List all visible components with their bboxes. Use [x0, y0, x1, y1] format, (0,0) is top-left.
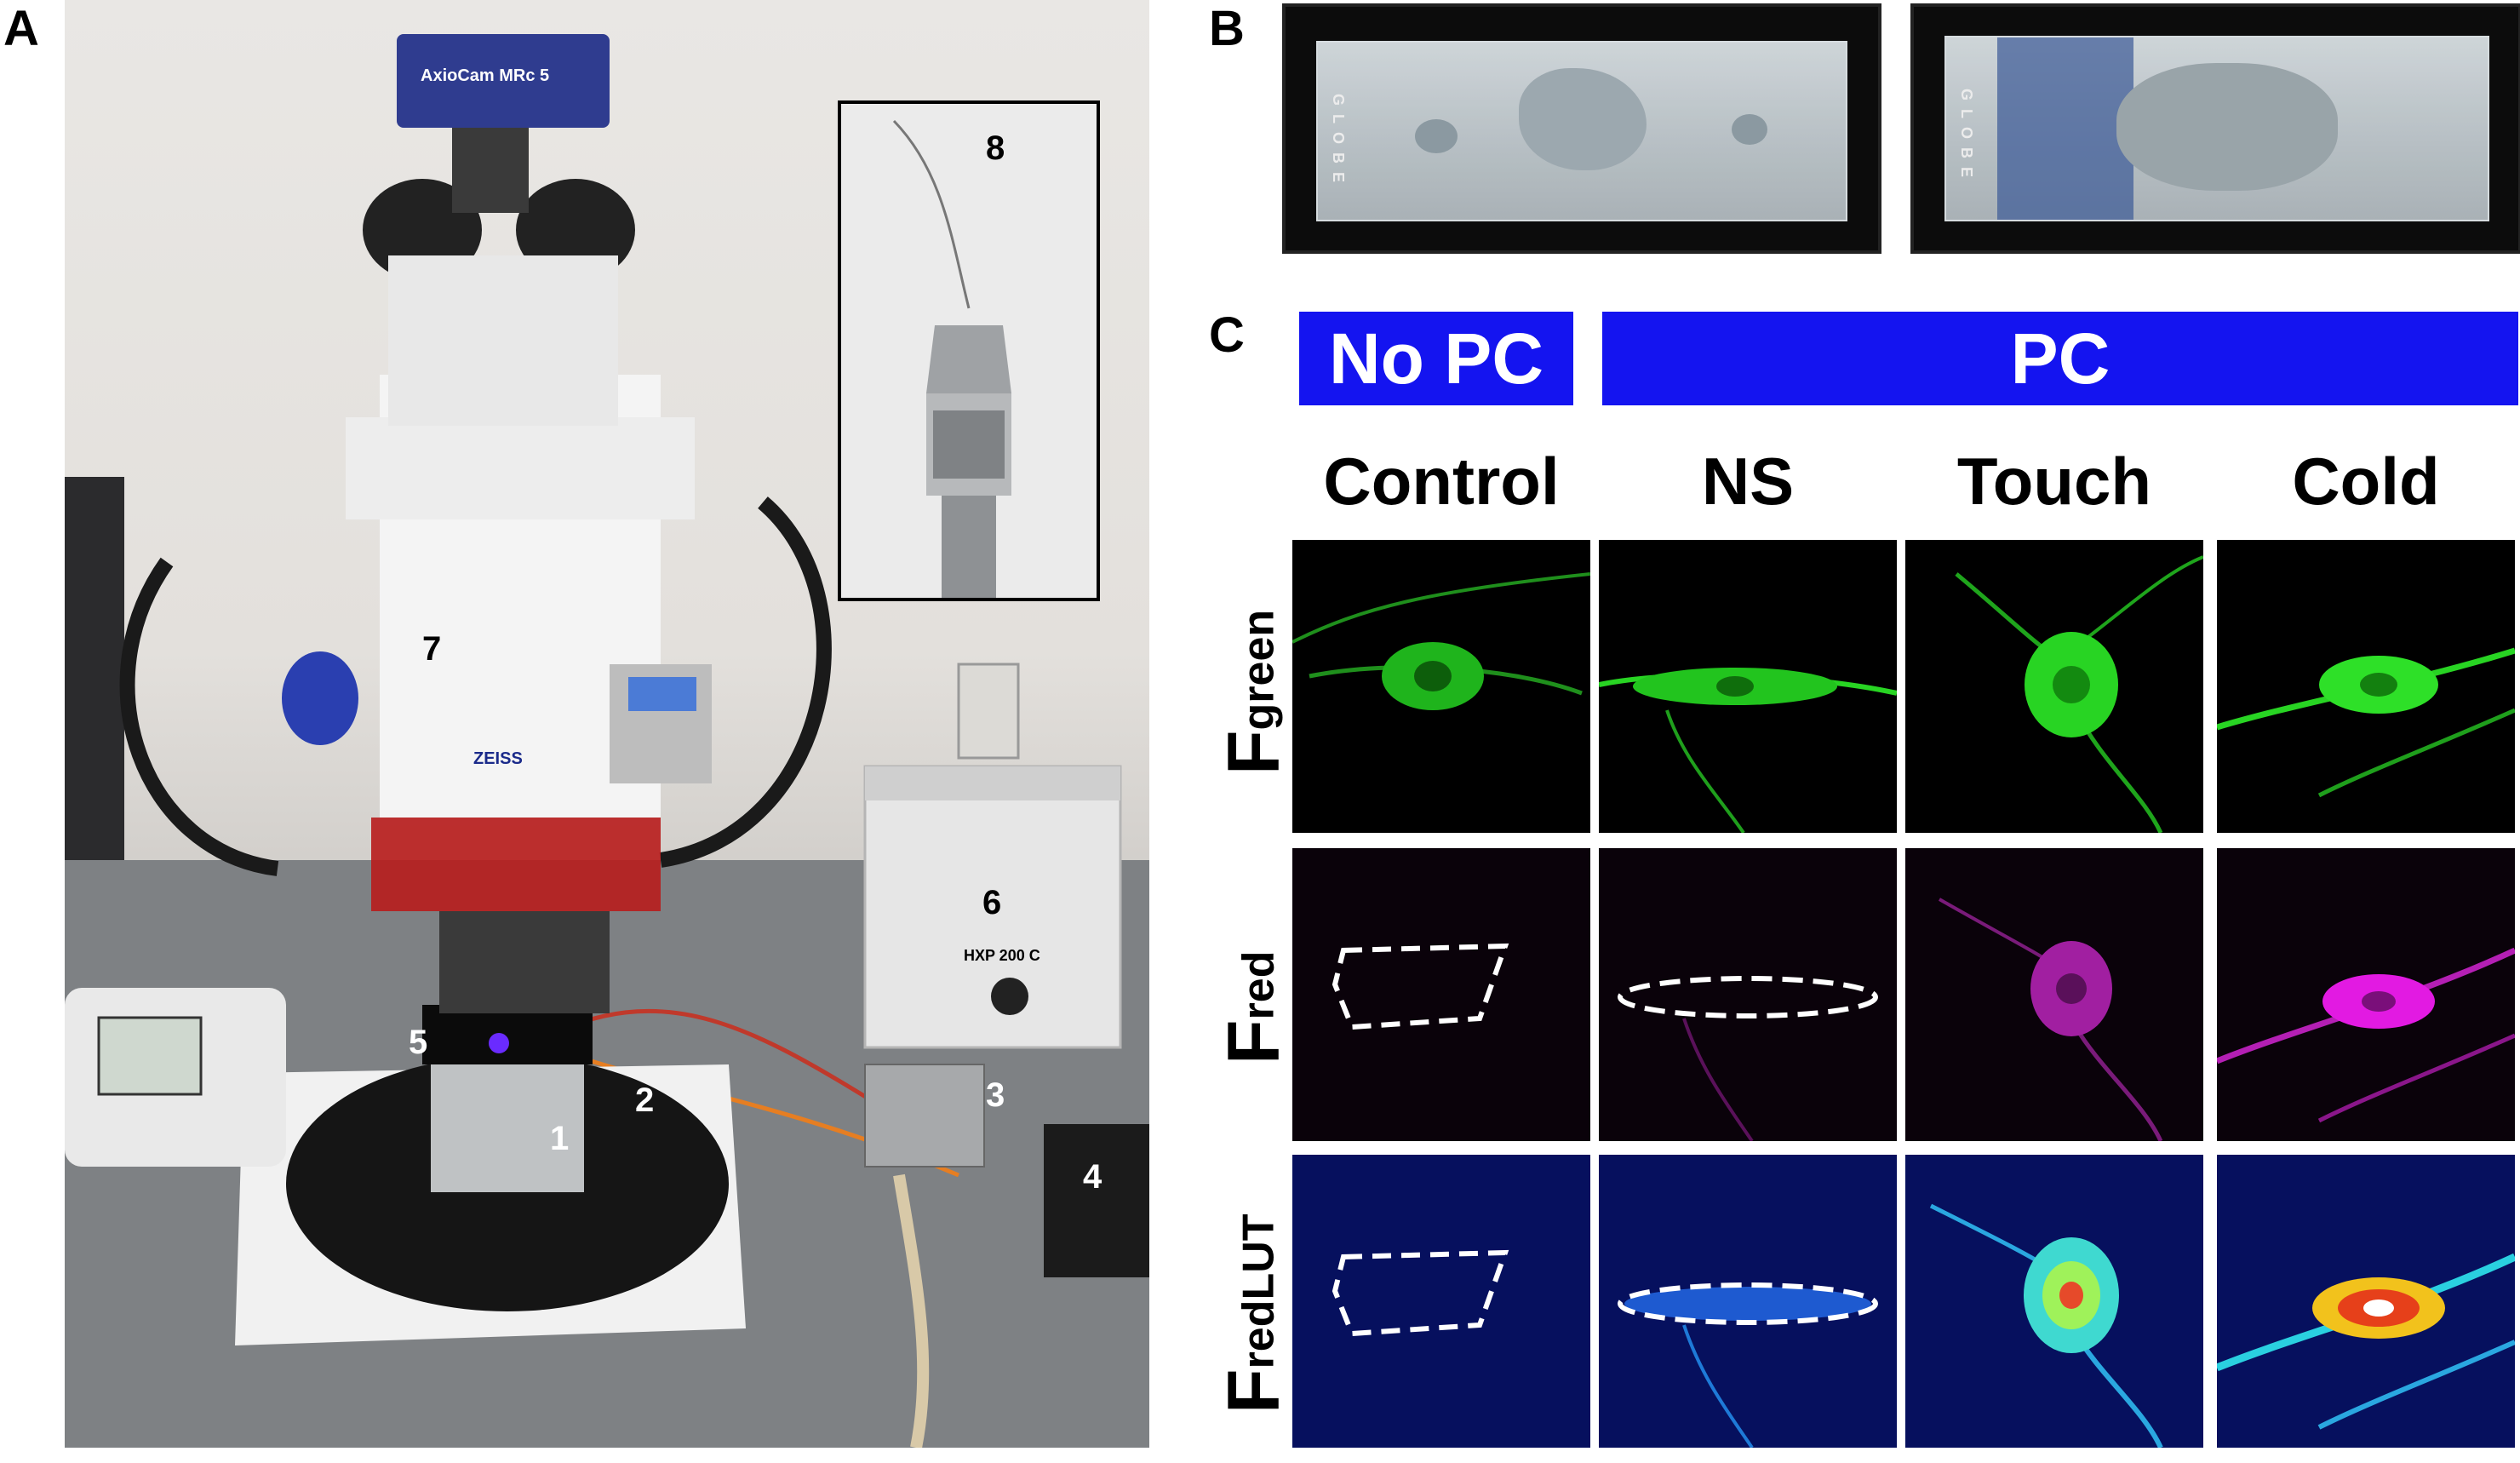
- lamp-model-label: HXP 200 C: [964, 947, 1040, 964]
- row-label-green-base: F: [1213, 730, 1295, 775]
- row-label-redlut-sup: redLUT: [1234, 1213, 1284, 1369]
- column-label-control: Control: [1323, 444, 1560, 519]
- tile-red-ns: [1599, 848, 1897, 1141]
- column-label-cold: Cold: [2292, 444, 2440, 519]
- droplet-center: [1519, 68, 1647, 170]
- row-label-red: Fred: [1212, 951, 1297, 1064]
- tile-green-touch: [1905, 540, 2203, 833]
- tile-redlut-control: [1292, 1155, 1590, 1448]
- slide-photo-left: GLOBE: [1282, 3, 1881, 254]
- tile-red-cold: [2217, 848, 2515, 1141]
- callout-6: 6: [982, 884, 1002, 921]
- callout-7: 7: [422, 630, 442, 668]
- panel-b-label: B: [1209, 1, 1245, 56]
- tile-green-cold: [2217, 540, 2515, 833]
- tile-redlut-ns: [1599, 1155, 1897, 1448]
- microscope-photo: AxioCam MRc 5 ZEISS HXP 200 C 8 1 2 3 4 …: [65, 0, 1149, 1448]
- coverslip-blue-region: [1997, 37, 2133, 220]
- tile-redlut-cold: [2217, 1155, 2515, 1448]
- sealed-region: [2116, 63, 2338, 191]
- brand-label: ZEISS: [473, 749, 523, 768]
- callout-8: 8: [986, 129, 1005, 167]
- glass-slide-right: GLOBE: [1944, 36, 2489, 221]
- banner-no-pc: No PC: [1299, 312, 1573, 405]
- row-label-red-base: F: [1213, 1019, 1295, 1064]
- callout-2: 2: [635, 1081, 655, 1119]
- row-label-green-sup: green: [1234, 609, 1284, 731]
- column-label-touch: Touch: [1956, 444, 2152, 519]
- slide-brand-left: GLOBE: [1330, 94, 1347, 192]
- slide-brand-right: GLOBE: [1958, 89, 1975, 186]
- row-label-redlut-base: F: [1213, 1368, 1295, 1414]
- inset-needle-photo: 8: [838, 100, 1100, 601]
- droplet-right: [1732, 114, 1767, 145]
- row-label-green: Fgreen: [1212, 610, 1297, 775]
- callout-1: 1: [550, 1120, 570, 1157]
- glass-slide-left: GLOBE: [1316, 41, 1847, 221]
- tile-green-ns: [1599, 540, 1897, 833]
- tile-redlut-touch: [1905, 1155, 2203, 1448]
- row-label-redlut: FredLUT: [1212, 1213, 1297, 1414]
- callout-3: 3: [986, 1076, 1005, 1114]
- panel-a-label: A: [3, 1, 39, 56]
- tile-red-control: [1292, 848, 1590, 1141]
- tile-green-control: [1292, 540, 1590, 833]
- droplet-left: [1415, 119, 1458, 153]
- camera-label: AxioCam MRc 5: [421, 66, 550, 85]
- callout-4: 4: [1083, 1158, 1102, 1196]
- column-label-ns: NS: [1701, 444, 1795, 519]
- banner-pc: PC: [1602, 312, 2518, 405]
- panel-c-label: C: [1209, 307, 1245, 363]
- row-label-red-sup: red: [1234, 950, 1284, 1020]
- microscope-setup-illustration: [65, 34, 1149, 1448]
- slide-photo-right: GLOBE: [1910, 3, 2520, 254]
- callout-5: 5: [409, 1024, 428, 1061]
- tile-red-touch: [1905, 848, 2203, 1141]
